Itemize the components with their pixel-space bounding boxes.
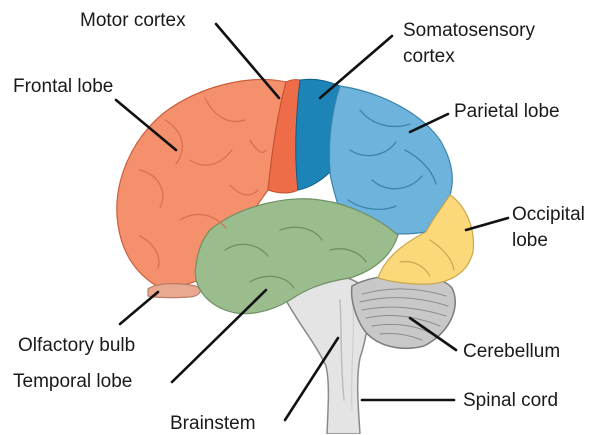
label-olfactory-bulb: Olfactory bulb: [18, 335, 135, 357]
leader-olfactory-bulb: [120, 292, 158, 324]
label-cerebellum: Cerebellum: [463, 341, 560, 363]
olfactory-bulb-region: [148, 284, 200, 298]
leader-occipital-lobe: [466, 218, 508, 230]
label-temporal-lobe: Temporal lobe: [13, 371, 132, 393]
label-motor-cortex: Motor cortex: [80, 10, 186, 32]
label-occipital-line1: Occipital: [512, 204, 585, 226]
label-spinal-cord: Spinal cord: [463, 390, 558, 412]
label-brainstem: Brainstem: [170, 413, 256, 435]
label-frontal-lobe: Frontal lobe: [13, 76, 113, 98]
label-somatosensory-line1: Somatosensory: [403, 20, 535, 42]
label-occipital-line2: lobe: [512, 230, 548, 252]
label-parietal-lobe: Parietal lobe: [454, 101, 560, 123]
label-somatosensory-line2: cortex: [403, 46, 455, 68]
